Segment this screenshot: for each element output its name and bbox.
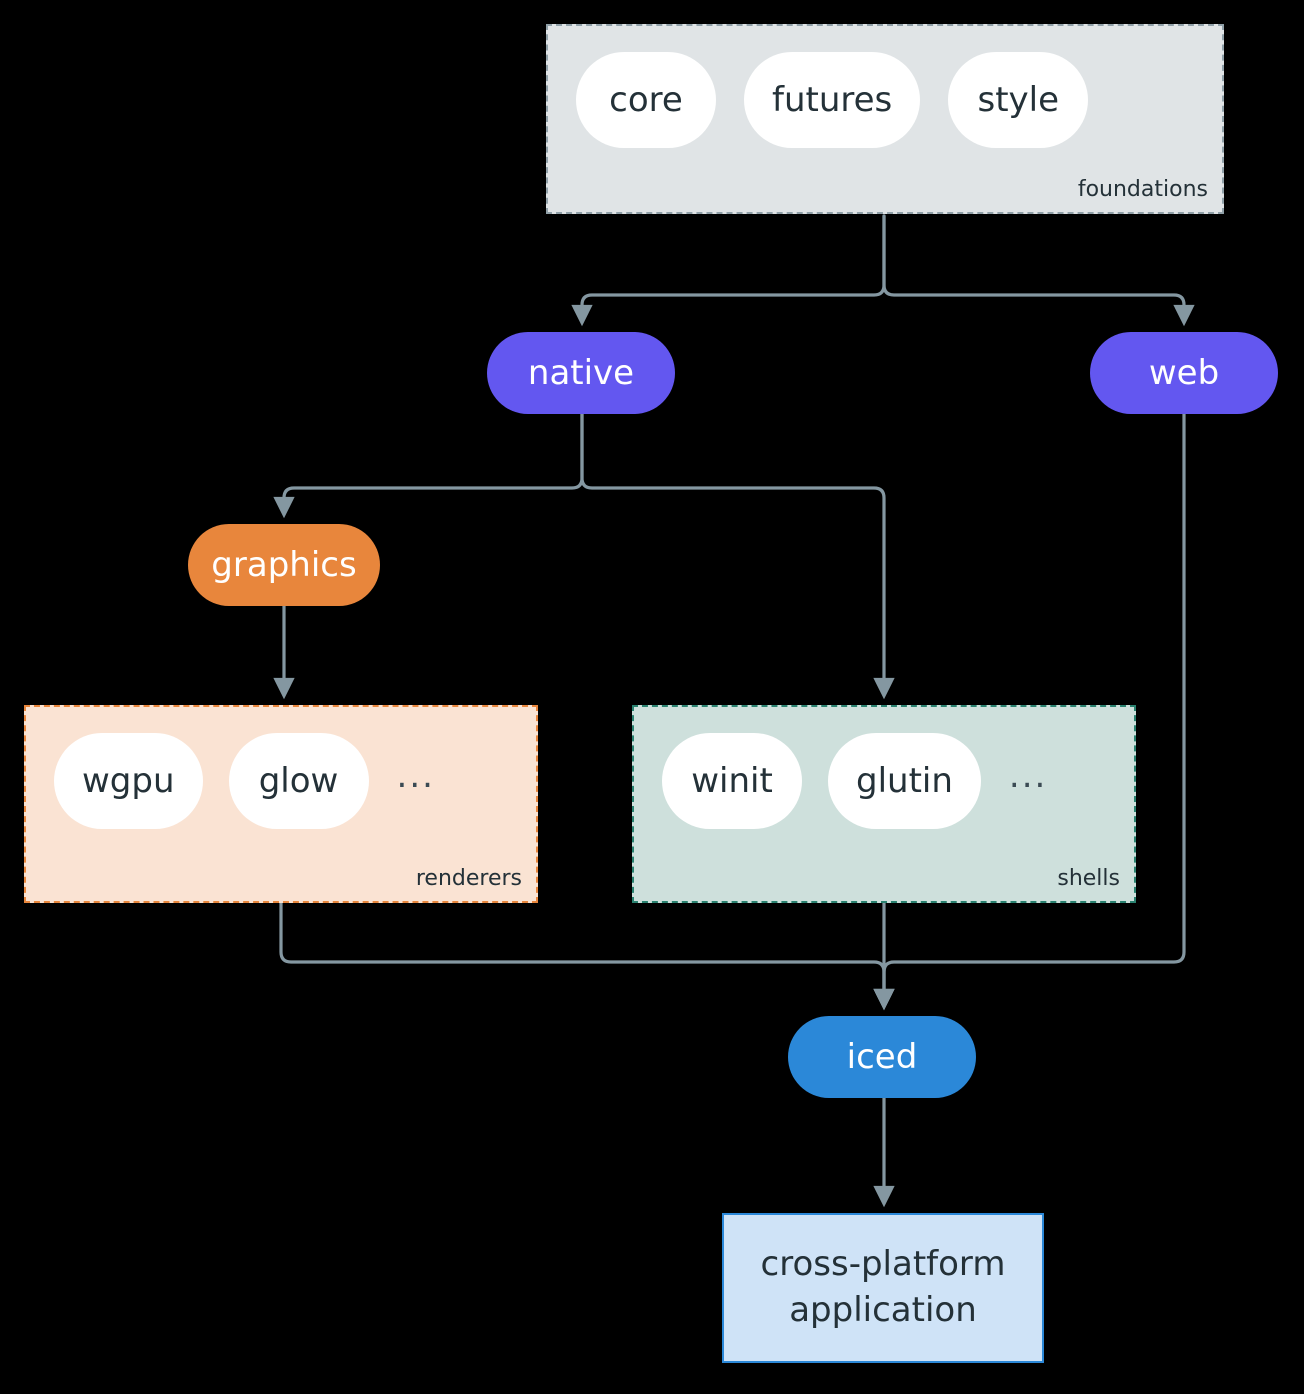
cluster-label-shells: shells — [1057, 866, 1120, 891]
cluster-label-foundations: foundations — [1077, 177, 1208, 202]
renderers-pill-group: wgpu glow ... — [54, 733, 435, 829]
node-native[interactable]: native — [487, 332, 675, 414]
cluster-renderers: wgpu glow ... renderers — [24, 705, 538, 903]
foundations-pill-group: core futures style — [576, 52, 1089, 148]
edge-native-graphics — [273, 412, 584, 519]
renderers-ellipsis: ... — [396, 756, 435, 796]
edge-foundations-web — [882, 214, 1195, 327]
edge-foundations-native — [571, 214, 886, 327]
cluster-shells: winit glutin ... shells — [632, 705, 1136, 903]
node-graphics[interactable]: graphics — [188, 524, 380, 606]
pill-glow[interactable]: glow — [228, 733, 369, 829]
shells-ellipsis: ... — [1008, 756, 1048, 796]
pill-glutin[interactable]: glutin — [828, 733, 981, 829]
app-label-line1: cross-platform — [760, 1244, 1006, 1285]
pill-style[interactable]: style — [948, 52, 1089, 148]
cluster-foundations: core futures style foundations — [546, 24, 1224, 214]
edge-renderers-iced — [279, 901, 895, 1011]
node-cross-platform-application[interactable]: cross-platform application — [722, 1213, 1044, 1363]
pill-wgpu[interactable]: wgpu — [54, 733, 203, 829]
app-label-line2: application — [789, 1290, 977, 1330]
cluster-label-renderers: renderers — [415, 866, 522, 891]
pill-futures[interactable]: futures — [744, 52, 921, 148]
edge-native-shells — [580, 412, 895, 700]
node-iced[interactable]: iced — [788, 1016, 976, 1098]
shells-pill-group: winit glutin ... — [662, 733, 1047, 829]
node-web[interactable]: web — [1090, 332, 1278, 414]
pill-core[interactable]: core — [576, 52, 716, 148]
pill-winit[interactable]: winit — [662, 733, 802, 829]
